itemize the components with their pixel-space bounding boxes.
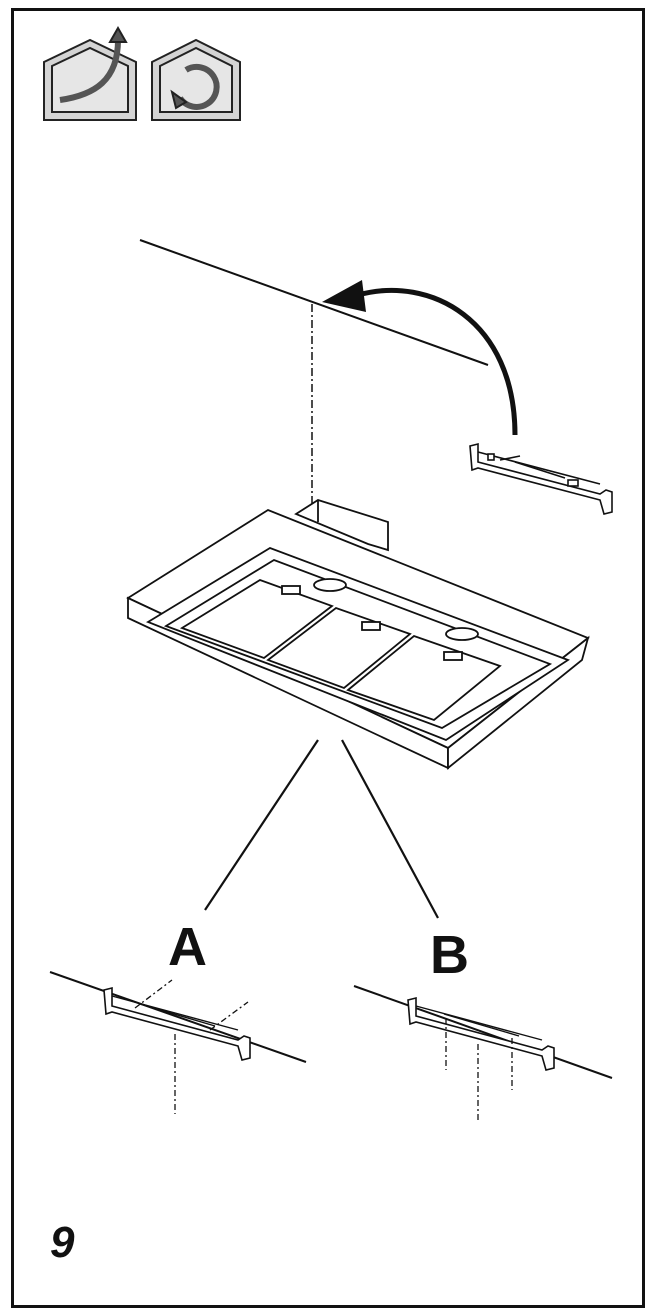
range-hood (126, 499, 590, 770)
detail-a (49, 971, 307, 1114)
ceiling-line (139, 239, 489, 366)
detail-b (353, 985, 613, 1122)
variant-a-label: A (168, 917, 207, 977)
step-number: 9 (50, 1218, 75, 1267)
diagram-frame (11, 8, 645, 1308)
recirculating-mode-icon (151, 38, 241, 121)
leader-line-b (341, 739, 439, 919)
leader-line-a (204, 739, 319, 911)
mounting-bracket (469, 442, 613, 515)
ducted-mode-icon (43, 25, 137, 121)
curved-arrow (322, 280, 518, 436)
variant-b-label: B (430, 925, 469, 985)
